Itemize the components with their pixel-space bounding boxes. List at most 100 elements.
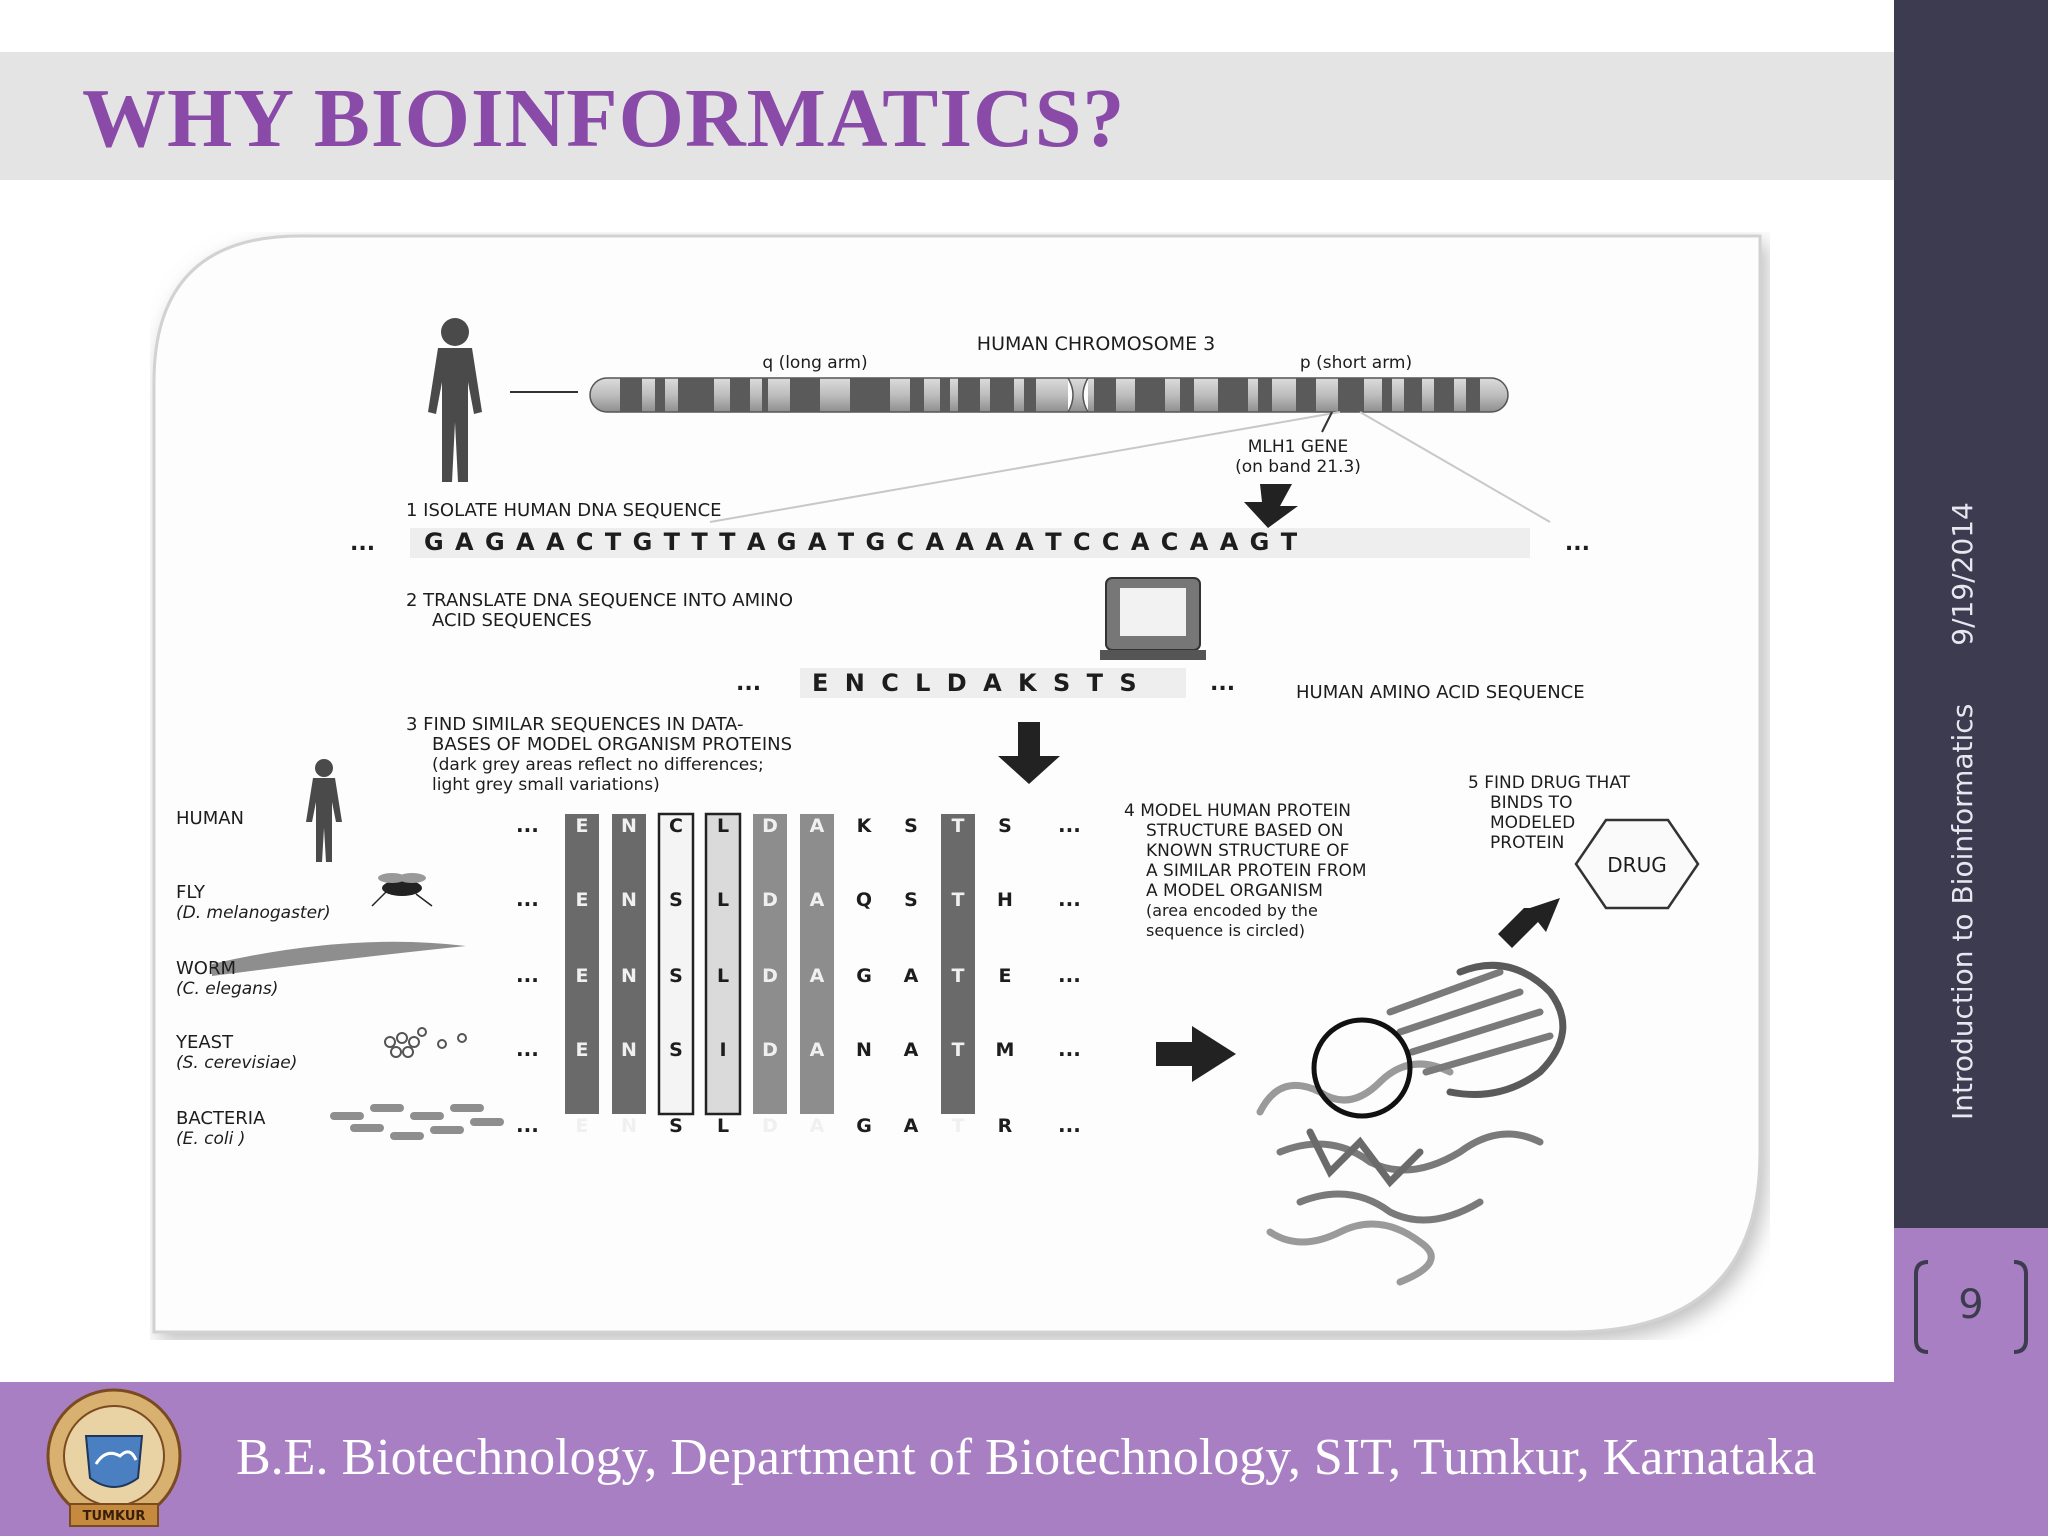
residue: S bbox=[669, 1039, 683, 1061]
organism-species: (D. melanogaster) bbox=[176, 903, 331, 923]
organism-species: (E. coli ) bbox=[176, 1129, 245, 1149]
step-3-label-3: (dark grey areas reflect no differences; bbox=[432, 755, 764, 775]
step-5-label-4: PROTEIN bbox=[1490, 833, 1564, 853]
human-figure-icon bbox=[428, 318, 482, 482]
residue: A bbox=[810, 965, 825, 987]
seal-label: TUMKUR bbox=[83, 1509, 146, 1524]
residue: A bbox=[904, 1039, 919, 1061]
worm-icon bbox=[212, 941, 466, 976]
chromosome-title: HUMAN CHROMOSOME 3 bbox=[977, 333, 1215, 355]
row-prefix: ... bbox=[516, 813, 539, 837]
row-suffix: ... bbox=[1058, 813, 1081, 837]
step-1-label: 1 ISOLATE HUMAN DNA SEQUENCE bbox=[406, 500, 722, 521]
residue: D bbox=[762, 889, 778, 911]
residue: R bbox=[998, 1115, 1013, 1137]
p-arm-label: p (short arm) bbox=[1300, 353, 1412, 373]
residue: L bbox=[717, 889, 729, 911]
q-arm-label: q (long arm) bbox=[762, 353, 867, 373]
residue: A bbox=[810, 889, 825, 911]
residue: N bbox=[621, 889, 637, 911]
step-4-label-1: 4 MODEL HUMAN PROTEIN bbox=[1124, 801, 1351, 821]
residue: N bbox=[621, 1039, 637, 1061]
residue: N bbox=[621, 1115, 637, 1137]
step-4-label-3: KNOWN STRUCTURE OF bbox=[1146, 841, 1349, 861]
step-4-label-7: sequence is circled) bbox=[1146, 921, 1305, 940]
organism-name: HUMAN bbox=[176, 808, 244, 829]
bacteria-icon bbox=[330, 1104, 504, 1140]
residue: E bbox=[576, 1115, 589, 1137]
residue: T bbox=[952, 1039, 965, 1061]
residue: D bbox=[762, 1115, 778, 1137]
residue: G bbox=[856, 965, 872, 987]
residue: D bbox=[762, 815, 778, 837]
zoom-line-left bbox=[709, 411, 1341, 523]
row-suffix: ... bbox=[1058, 963, 1081, 987]
residue: S bbox=[669, 889, 683, 911]
residue: A bbox=[810, 1039, 825, 1061]
row-prefix: ... bbox=[516, 887, 539, 911]
step-2-label-1: 2 TRANSLATE DNA SEQUENCE INTO AMINO bbox=[406, 590, 793, 611]
alignment-columns bbox=[565, 812, 975, 1116]
residue: A bbox=[810, 1115, 825, 1137]
organism-name: FLY bbox=[176, 882, 206, 903]
residue: A bbox=[904, 965, 919, 987]
alignment-rows: HUMAN... E N C L D A K S T S... FLY(D. melanogaster… bbox=[175, 808, 1081, 1149]
gene-label: MLH1 GENE bbox=[1248, 437, 1349, 457]
residue: S bbox=[998, 815, 1012, 837]
drug-hexagon-icon bbox=[1574, 818, 1700, 910]
organism-species: (C. elegans) bbox=[176, 979, 278, 999]
row-suffix: ... bbox=[1058, 1113, 1081, 1137]
organism-name: BACTERIA bbox=[176, 1108, 266, 1129]
aa-band bbox=[800, 668, 1186, 698]
aa-sequence: E N C L D A K S T S bbox=[812, 669, 1141, 697]
institute-seal-icon: TUMKUR bbox=[46, 1388, 182, 1527]
aa-label: HUMAN AMINO ACID SEQUENCE bbox=[1296, 682, 1585, 703]
dna-suffix: ... bbox=[1565, 531, 1590, 556]
residue: T bbox=[952, 965, 965, 987]
figure-border bbox=[152, 234, 1762, 1334]
aa-suffix: ... bbox=[1210, 671, 1235, 696]
page-number-box bbox=[1894, 1228, 2048, 1382]
row-prefix: ... bbox=[516, 1037, 539, 1061]
residue: K bbox=[857, 815, 873, 837]
residue: N bbox=[621, 965, 637, 987]
residue: T bbox=[952, 1115, 965, 1137]
footer-text: B.E. Biotechnology, Department of Biotec… bbox=[236, 1429, 1817, 1486]
residue: A bbox=[904, 1115, 919, 1137]
human-small-icon bbox=[306, 759, 342, 862]
residue: D bbox=[762, 1039, 778, 1061]
residue: S bbox=[904, 889, 918, 911]
down-arrow-icon bbox=[998, 722, 1060, 784]
step-3-label-4: light grey small variations) bbox=[432, 775, 660, 795]
residue: S bbox=[669, 965, 683, 987]
right-arrow-icon bbox=[1156, 1026, 1236, 1082]
row-prefix: ... bbox=[516, 963, 539, 987]
residue: E bbox=[576, 965, 589, 987]
residue: Q bbox=[856, 889, 872, 911]
drug-label: DRUG bbox=[1607, 853, 1666, 877]
dna-sequence: G A G A A C T G T T T A G A T G C A A A … bbox=[424, 528, 1299, 556]
residue: C bbox=[669, 815, 683, 837]
residue: A bbox=[810, 815, 825, 837]
dna-band bbox=[410, 528, 1530, 558]
residue: T bbox=[952, 815, 965, 837]
step-5-label-1: 5 FIND DRUG THAT bbox=[1468, 773, 1631, 793]
step-4-label-6: (area encoded by the bbox=[1146, 901, 1318, 920]
residue: E bbox=[576, 889, 589, 911]
page-number: 9 bbox=[1958, 1282, 1984, 1328]
gene-band-label: (on band 21.3) bbox=[1235, 457, 1361, 477]
gene-arrow-icon bbox=[1244, 484, 1298, 528]
row-suffix: ... bbox=[1058, 887, 1081, 911]
circled-region-icon bbox=[1311, 1017, 1413, 1119]
side-bar bbox=[1894, 0, 2048, 1228]
row-prefix: ... bbox=[516, 1113, 539, 1137]
aa-prefix: ... bbox=[736, 671, 761, 696]
step-4-label-5: A MODEL ORGANISM bbox=[1146, 881, 1323, 901]
residue: I bbox=[719, 1039, 726, 1061]
slide-date: 9/19/2014 bbox=[1946, 502, 1979, 646]
title-band bbox=[0, 52, 1894, 180]
step-5-label-2: BINDS TO bbox=[1490, 793, 1572, 813]
footer-bar bbox=[0, 1382, 2048, 1536]
figure-canvas: HUMAN CHROMOSOME 3 q (long arm) p (short… bbox=[152, 234, 1762, 1334]
diagonal-arrow-icon bbox=[1498, 898, 1560, 948]
